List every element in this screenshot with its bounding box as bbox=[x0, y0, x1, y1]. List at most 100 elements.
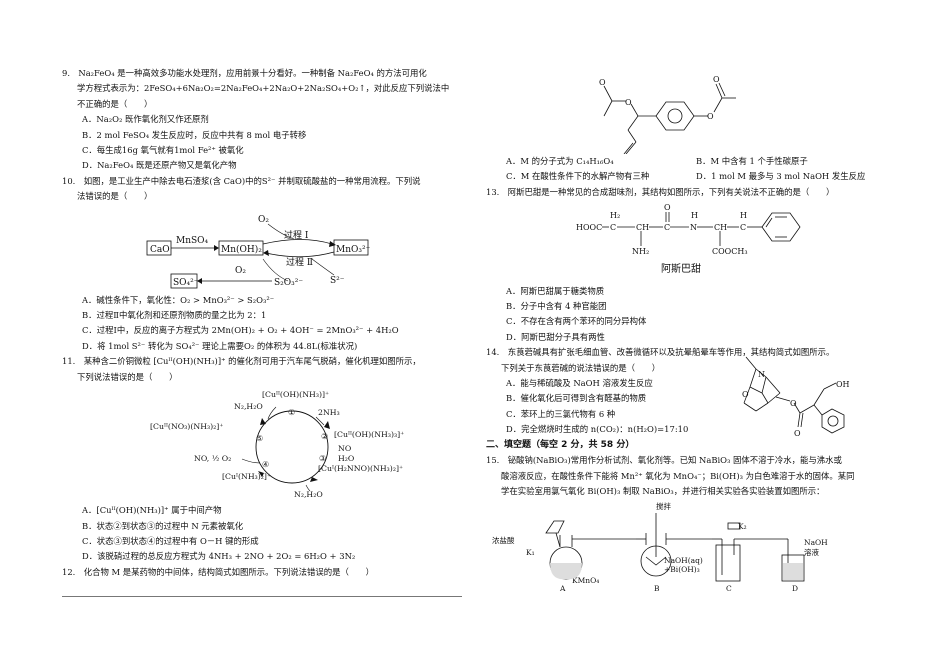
page-bottom-rule bbox=[62, 596, 462, 597]
k1-label: K₁ bbox=[526, 548, 535, 557]
s2-label: S²⁻ bbox=[330, 276, 345, 286]
q10-option-d: D．将 1mol S²⁻ 转化为 SO₄²⁻ 理论上需要O₂ 的体积为 44.8… bbox=[82, 340, 358, 351]
kmno4-label: KMnO₄ bbox=[572, 576, 599, 585]
q10-option-c: C．过程Ⅰ中，反应的离子方程式为 2Mn(OH)₂ + O₂ + 4OH⁻ = … bbox=[82, 325, 399, 336]
mnoh2-box bbox=[218, 240, 264, 256]
output-n2h2o-bottom-label: N₂,H₂O bbox=[294, 490, 323, 499]
cycle-ring bbox=[255, 410, 329, 484]
cooch3-label: COOCH₃ bbox=[712, 247, 748, 256]
left-column: 9. Na₂FeO₄ 是一种高效多功能水处理剂，应用前景十分看好。一种制备 Na… bbox=[62, 66, 460, 580]
q9-option-b: B．2 mol FeSO₄ 发生反应时，反应中共有 8 mol 电子转移 bbox=[82, 129, 307, 140]
h2-label: H₂ bbox=[610, 211, 620, 220]
q10-option-b: B．过程Ⅱ中氧化剂和还原剂物质的量之比为 2：1 bbox=[82, 310, 267, 321]
q15-stem-line-1: 15. 铋酸钠(NaBiO₃)常用作分析试剂、氧化剂等。已知 NaBiO₃ 固体… bbox=[486, 455, 842, 466]
h2b-label: H bbox=[740, 211, 747, 220]
q10-option-a: A．碱性条件下，氧化性：O₂ > MnO₃²⁻ > S₂O₃²⁻ bbox=[82, 294, 275, 305]
question-13: 13. 阿斯巴甜是一种常见的合成甜味剂，其结构如图所示，下列有关说法不正确的是（… bbox=[486, 185, 876, 345]
process2-label: 过程 Ⅱ bbox=[286, 256, 313, 268]
svg-text:N: N bbox=[758, 370, 765, 379]
q9-stem-line-1: 9. Na₂FeO₄ 是一种高效多功能水处理剂，应用前景十分看好。一种制备 Na… bbox=[62, 68, 427, 78]
nh2-label: NH₂ bbox=[632, 247, 649, 256]
right-column: O O O O A．M 的分子式为 C₁₄H₁₆O₄ B．M 中含有 1 个手性… bbox=[486, 66, 876, 591]
label-b: B bbox=[654, 584, 660, 591]
q14-option-d: D．完全燃烧时生成的 n(CO₂)：n(H₂O)=17:10 bbox=[506, 424, 689, 435]
q12-option-d: D．1 mol M 最多与 3 mol NaOH 发生反应 bbox=[696, 171, 866, 182]
state-5-number: ⑤ bbox=[256, 434, 263, 443]
q11-option-b: B．状态②到状态③的过程中 N 元素被氧化 bbox=[82, 520, 244, 531]
q14-option-b: B．催化氧化后可得到含有醛基的物质 bbox=[506, 393, 647, 404]
q13-option-d: D．阿斯巴甜分子具有两性 bbox=[506, 331, 605, 342]
q10-stem-line-1: 10. 如图，是工业生产中除去电石渣浆(含 CaO)中的S²⁻ 并制取硫酸盐的一… bbox=[62, 175, 421, 186]
state-1-number: ① bbox=[288, 408, 295, 417]
state-3-label: [Cuᴵ(H₂NNO)(NH₃)₂]⁺ bbox=[318, 464, 403, 473]
ch2a-label: C bbox=[610, 223, 616, 232]
process1-label: 过程 Ⅰ bbox=[284, 229, 309, 241]
q14-stem-line-1: 14. 东莨菪碱具有扩张毛细血管、改善微循环以及抗晕船晕车等作用，其结构简式如图… bbox=[486, 347, 835, 358]
q9-stem-line-2: 学方程式表示为：2FeSO₄+6Na₂O₂=2Na₂FeO₄+2Na₂O+2Na… bbox=[77, 83, 450, 94]
q12-option-b: B．M 中含有 1 个手性碳原子 bbox=[696, 156, 808, 166]
state-1-label: [Cuᴵᴵ(OH)(NH₃)]⁺ bbox=[262, 390, 329, 399]
q13-option-c: C．不存在含有两个苯环的同分异构体 bbox=[506, 316, 647, 327]
q12-stem-line-1: 12. 化合物 M 是某药物的中间体，结构简式如图所示。下列说法错误的是（ ） bbox=[62, 566, 374, 577]
q13-aspartame-structure: HOOC H₂ C CH NH₂ O C H N CH H C COOCH₃ bbox=[576, 203, 801, 256]
state-4-number: ④ bbox=[262, 460, 269, 469]
q14-scopolamine-structure: O O O OH N bbox=[742, 356, 850, 438]
q12-option-a: A．M 的分子式为 C₁₄H₁₆O₄ bbox=[506, 156, 614, 166]
q15-stem-line-3: 学在实验室用氯气氧化 Bi(OH)₃ 制取 NaBiO₃，并进行相关实验各实验装… bbox=[501, 485, 825, 496]
question-14: 14. 东莨菪碱具有扩张毛细血管、改善微循环以及抗晕船晕车等作用，其结构简式如图… bbox=[486, 345, 876, 438]
ch2b-label: C bbox=[740, 223, 746, 232]
svg-text:O: O bbox=[707, 112, 714, 121]
q11-catalytic-cycle: [Cuᴵᴵ(OH)(NH₃)]⁺ ① [Cuᴵᴵ(OH)(NH₃)₃]⁺ ② [… bbox=[150, 390, 404, 499]
svg-text:O: O bbox=[790, 399, 797, 408]
q12-structure-m: O O O O bbox=[599, 75, 736, 154]
question-9: 9. Na₂FeO₄ 是一种高效多功能水处理剂，应用前景十分看好。一种制备 Na… bbox=[62, 66, 460, 174]
h-label: H bbox=[691, 211, 698, 220]
svg-text:O: O bbox=[794, 429, 801, 438]
hooc-label: HOOC bbox=[576, 223, 602, 232]
state-4-label: [Cuᴵ(NH₃)₂]⁺ bbox=[222, 472, 271, 481]
mno3-label: MnO₃²⁻ bbox=[336, 245, 371, 255]
q15-stem-line-2: 酸溶液反应，在酸性条件下能将 Mn²⁺ 氧化为 MnO₄⁻；Bi(OH)₃ 为白… bbox=[501, 470, 855, 481]
q14-option-c: C．苯环上的三氯代物有 6 种 bbox=[506, 408, 616, 419]
cao-label: CaO bbox=[150, 245, 170, 255]
bi-oh3-label: +Bi(OH)₃ bbox=[664, 565, 700, 574]
state-3-number: ③ bbox=[319, 454, 326, 463]
q10-stem-line-2: 法错误的是（ ） bbox=[77, 191, 153, 202]
section-2-title: 二、填空题（每空 2 分，共 58 分） bbox=[486, 439, 635, 450]
so4-box bbox=[170, 273, 198, 289]
naoh-bi-label: NaOH(aq) bbox=[664, 556, 703, 565]
naoh-label: NaOH bbox=[804, 538, 828, 547]
q13-option-b: B．分子中含有 4 种官能团 bbox=[506, 301, 607, 312]
ch-label: CH bbox=[636, 223, 649, 232]
q9-stem-line-3: 不正确的是（ ） bbox=[77, 98, 153, 109]
q13-stem-line-1: 13. 阿斯巴甜是一种常见的合成甜味剂，其结构如图所示，下列有关说法不正确的是（… bbox=[486, 186, 835, 197]
o2-bottom-label: O₂ bbox=[235, 266, 246, 276]
state-2-number: ② bbox=[321, 432, 328, 441]
svg-text:O: O bbox=[742, 390, 749, 399]
s2o3-label: S₂O₃²⁻ bbox=[274, 278, 303, 288]
q13-structure-caption: 阿斯巴甜 bbox=[661, 264, 701, 276]
mno3-box bbox=[333, 239, 369, 256]
label-d: D bbox=[792, 584, 798, 591]
state-2-label: [Cuᴵᴵ(OH)(NH₃)₃]⁺ bbox=[334, 430, 404, 439]
ch-b-label: CH bbox=[714, 223, 727, 232]
q11-option-a: A．[Cuᴵᴵ(OH)(NH₃)]⁺ 属于中间产物 bbox=[82, 505, 222, 516]
q14-option-a: A．能与稀硫酸及 NaOH 溶液发生反应 bbox=[506, 378, 653, 389]
input-no-label: NO bbox=[338, 444, 351, 453]
stir-label: 搅拌 bbox=[656, 501, 671, 511]
k2-label: K₂ bbox=[738, 522, 747, 531]
q15-apparatus-diagram: 浓盐酸 K₁ KMnO₄ A 搅拌 NaOH(aq) +Bi(OH)₃ B K₂… bbox=[492, 501, 828, 591]
svg-text:O: O bbox=[599, 78, 606, 87]
solution-label: 溶液 bbox=[804, 547, 819, 557]
output-n2h2o-top-label: N₂,H₂O bbox=[234, 402, 263, 411]
q10-process-diagram: CaO MnSO₄ Mn(OH)₂ O₂ 过程 Ⅰ MnO₃²⁻ 过程 Ⅱ S²… bbox=[146, 215, 371, 289]
o2-top-label: O₂ bbox=[258, 215, 269, 225]
q11-option-d: D．该脱硝过程的总反应方程式为 4NH₃ + 2NO + 2O₂ = 6H₂O … bbox=[82, 551, 356, 562]
question-11: 11. 某种含二价铜微粒 [Cuᴵᴵ(OH)(NH₃)]⁺ 的催化剂可用于汽车尾… bbox=[62, 354, 460, 564]
label-c: C bbox=[726, 584, 732, 591]
output-h2o-label: H₂O bbox=[338, 454, 354, 463]
c-carbonyl-label: C bbox=[664, 223, 670, 232]
q11-stem-line-2: 下列说法错误的是（ ） bbox=[77, 371, 178, 382]
label-a: A bbox=[559, 584, 566, 591]
conc-hcl-label: 浓盐酸 bbox=[492, 535, 515, 545]
